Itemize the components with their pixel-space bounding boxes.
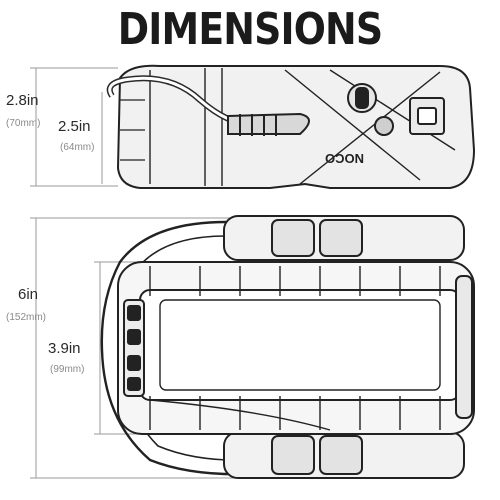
height-outer-inches: 2.8in xyxy=(6,92,39,109)
length-outer-mm: (152mm) xyxy=(6,312,47,323)
height-outer-mm: (70mm) xyxy=(6,118,41,129)
device-top-view xyxy=(100,215,475,479)
page-title: DIMENSIONS xyxy=(117,4,383,55)
length-inner-mm: (99mm) xyxy=(50,364,85,375)
length-inner-inches: 3.9in xyxy=(48,340,81,357)
dimension-guides-side xyxy=(30,67,118,187)
height-inner-inches: 2.5in xyxy=(58,118,91,135)
height-inner-mm: (64mm) xyxy=(60,142,95,153)
device-side-view xyxy=(106,64,476,189)
length-outer-inches: 6in xyxy=(18,286,39,303)
brand-logo: NOCO xyxy=(325,151,364,166)
